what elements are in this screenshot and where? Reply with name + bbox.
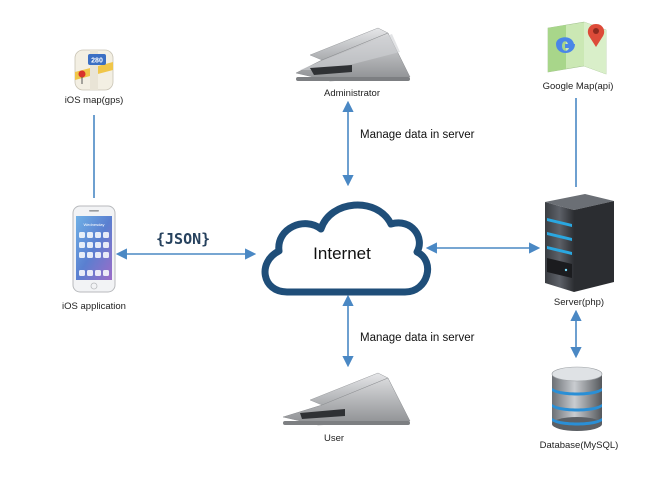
ios-map-label: iOS map(gps)	[65, 95, 124, 106]
laptop-icon	[295, 27, 411, 82]
user-label: User	[324, 433, 344, 444]
google-maps-icon	[547, 21, 607, 75]
user-node: User	[282, 372, 411, 444]
database-label: Database(MySQL)	[540, 440, 619, 451]
ios-application-node: Wednesday iOS application	[62, 205, 126, 312]
apple-maps-icon: 280	[74, 49, 114, 91]
database-icon	[551, 366, 603, 431]
ios-application-label: iOS application	[62, 301, 126, 312]
ios-map-node: 280 iOS map(gps)	[65, 49, 124, 106]
json-label: {JSON}	[156, 230, 210, 248]
google-map-label: Google Map(api)	[543, 81, 614, 92]
server-icon	[545, 194, 614, 292]
map-route-badge: 280	[91, 58, 103, 65]
cloud-icon	[261, 201, 431, 296]
json-badge: {JSON}	[156, 230, 210, 248]
internet-node: Internet	[261, 201, 431, 296]
laptop-icon	[282, 372, 411, 426]
iphone-icon: Wednesday	[72, 205, 116, 293]
database-node: Database(MySQL)	[540, 366, 619, 451]
administrator-label: Administrator	[324, 88, 380, 99]
edge-label-bottom: Manage data in server	[360, 332, 475, 344]
edge-label-top: Manage data in server	[360, 129, 475, 141]
server-label: Server(php)	[554, 297, 604, 308]
internet-label: Internet	[313, 244, 371, 263]
administrator-node: Administrator	[295, 27, 411, 99]
google-map-node: Google Map(api)	[543, 21, 614, 92]
server-node: Server(php)	[545, 194, 614, 308]
phone-screen-title: Wednesday	[83, 222, 104, 227]
